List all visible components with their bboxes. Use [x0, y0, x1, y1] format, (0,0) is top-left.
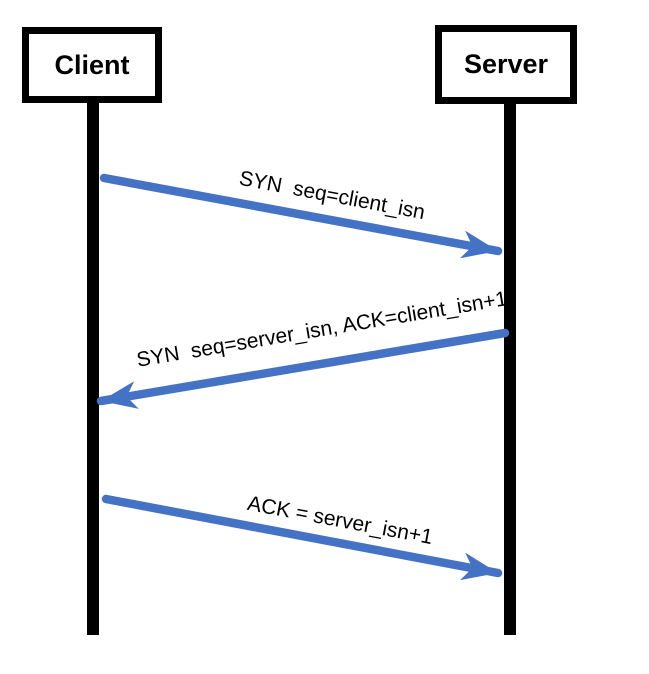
actor-box-client: Client	[22, 27, 162, 103]
message-label-ack: ACK = server_isn+1	[245, 491, 435, 550]
lifeline-client	[87, 100, 99, 635]
message-label-syn: SYN seq=client_isn	[237, 166, 427, 225]
actor-label-server: Server	[463, 49, 549, 79]
actor-label-client: Client	[54, 49, 130, 80]
lifeline-server	[504, 102, 516, 635]
actor-box-server: Server	[435, 25, 577, 104]
message-label-synack: SYN seq=server_isn, ACK=client_isn+1	[134, 287, 509, 372]
